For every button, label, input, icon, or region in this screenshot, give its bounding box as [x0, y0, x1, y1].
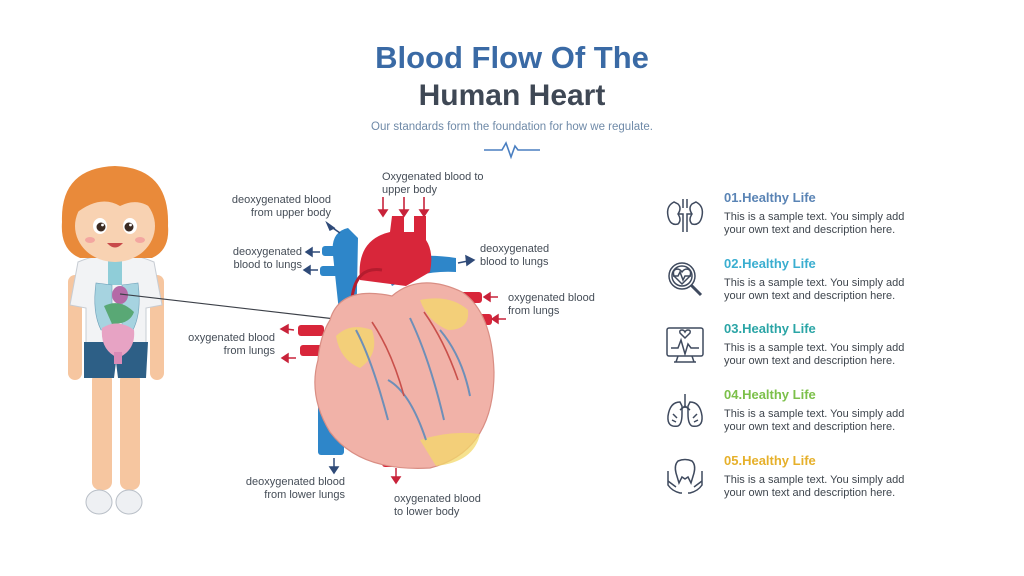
item-title-2: 02.Healthy Life	[724, 256, 816, 271]
heart-monitor-icon	[666, 327, 704, 363]
heartbeat-line-icon	[484, 141, 540, 160]
label-deoxygenated-to-lungs-right: deoxygenated blood to lungs	[480, 243, 550, 268]
page-subtitle: Our standards form the foundation for ho…	[371, 121, 653, 133]
item-title-5: 05.Healthy Life	[724, 453, 816, 468]
item-desc-5: This is a sample text. You simply add yo…	[724, 474, 905, 499]
tooth-hands-icon	[667, 458, 703, 494]
label-deoxygenated-from-upper-body: deoxygenated blood from upper body	[231, 194, 331, 219]
girl-illustration	[61, 166, 169, 515]
label-deoxygenated-from-lower-lungs: deoxygenated blood from lower lungs	[245, 476, 345, 501]
item-desc-2: This is a sample text. You simply add yo…	[724, 277, 905, 302]
page-title-line-2: Human Heart	[418, 79, 606, 112]
item-title-1: 01.Healthy Life	[724, 190, 816, 205]
pointer-line	[119, 293, 345, 321]
item-title-4: 04.Healthy Life	[724, 387, 816, 402]
item-desc-3: This is a sample text. You simply add yo…	[724, 342, 905, 367]
lungs-icon	[667, 394, 703, 428]
item-title-3: 03.Healthy Life	[724, 321, 816, 336]
label-deoxygenated-to-lungs-left: deoxygenated blood to lungs	[232, 246, 302, 271]
label-oxygenated-from-lungs-left: oxygenated blood from lungs	[188, 332, 275, 357]
label-oxygenated-from-lungs-right: oxygenated blood from lungs	[508, 292, 595, 317]
item-desc-4: This is a sample text. You simply add yo…	[724, 408, 905, 433]
item-desc-1: This is a sample text. You simply add yo…	[724, 211, 905, 236]
kidneys-icon	[666, 199, 704, 232]
heart-anatomy	[298, 216, 495, 469]
label-oxygenated-to-upper-body: Oxygenated blood to upper body	[382, 171, 484, 196]
flow-arrows	[279, 197, 506, 485]
page-title: Blood Flow Of The	[375, 40, 649, 75]
label-oxygenated-to-lower-body: oxygenated blood to lower body	[394, 493, 481, 518]
heart-magnifier-icon	[668, 262, 703, 297]
